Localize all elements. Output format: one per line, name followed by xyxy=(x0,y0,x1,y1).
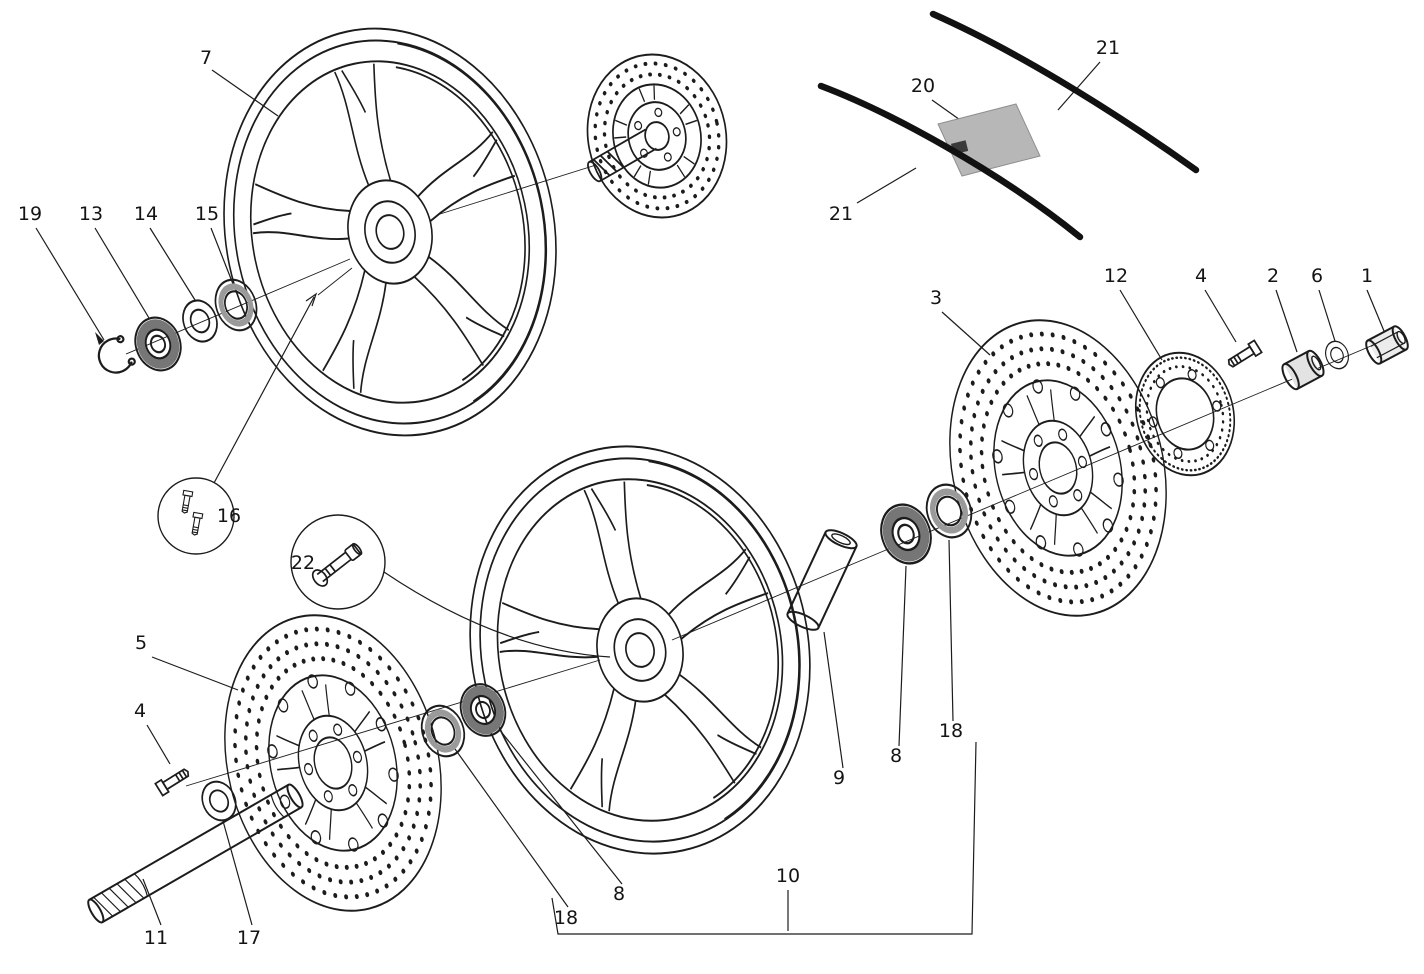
screw-kit-detail xyxy=(157,477,235,555)
callout-8b: 8 xyxy=(890,745,902,767)
axis-lines xyxy=(125,164,1391,787)
callout-21b: 21 xyxy=(829,203,853,225)
callout-20: 20 xyxy=(911,75,935,97)
callout-8a: 8 xyxy=(613,883,625,905)
callout-21a: 21 xyxy=(1096,37,1120,59)
callout-16: 16 xyxy=(217,505,241,527)
callout-9: 9 xyxy=(833,767,845,789)
callout-labels: 7 19 13 14 15 20 21 21 3 12 4 2 6 1 16 2… xyxy=(18,37,1373,949)
front-wheel xyxy=(433,415,847,886)
circlip xyxy=(97,335,136,374)
rear-brake-disc xyxy=(570,39,744,233)
callout-19: 19 xyxy=(18,203,42,225)
callout-15: 15 xyxy=(195,203,219,225)
callout-18b: 18 xyxy=(939,720,963,742)
callout-1: 1 xyxy=(1361,265,1373,287)
front-brake-disc-left xyxy=(195,592,471,934)
callout-22: 22 xyxy=(291,552,315,574)
axle-shaft xyxy=(87,783,304,924)
callout-12: 12 xyxy=(1104,265,1128,287)
assembly-bracket xyxy=(551,741,977,935)
screw-4-right xyxy=(1224,339,1263,372)
axle-slider xyxy=(1365,325,1409,365)
callout-6: 6 xyxy=(1311,265,1323,287)
callout-18a: 18 xyxy=(554,907,578,929)
bearing-8-right xyxy=(873,498,939,571)
rubber-strip-bottom xyxy=(817,82,1084,241)
screw-4-left xyxy=(154,764,193,797)
callout-4b: 4 xyxy=(134,700,146,722)
callout-5: 5 xyxy=(135,632,147,654)
callout-10: 10 xyxy=(776,865,800,887)
spacer-tube xyxy=(786,529,858,631)
wheel-spacer xyxy=(1281,349,1325,391)
rubber-strip-top xyxy=(929,10,1200,174)
rear-wheel xyxy=(187,0,593,467)
callout-13: 13 xyxy=(79,203,103,225)
callout-4a: 4 xyxy=(1195,265,1207,287)
callout-17: 17 xyxy=(237,927,261,949)
washer-6 xyxy=(1321,337,1353,373)
callout-3: 3 xyxy=(930,287,942,309)
bearing-13 xyxy=(128,311,188,377)
valve-detail xyxy=(290,514,386,610)
leader-lines xyxy=(35,61,1385,931)
callout-2: 2 xyxy=(1267,265,1279,287)
rear-disc-sleeve xyxy=(587,128,657,183)
tyre-valve xyxy=(311,542,363,587)
washer-17 xyxy=(195,775,243,827)
callout-7: 7 xyxy=(200,47,212,69)
callout-14: 14 xyxy=(134,203,158,225)
callout-11: 11 xyxy=(144,927,168,949)
